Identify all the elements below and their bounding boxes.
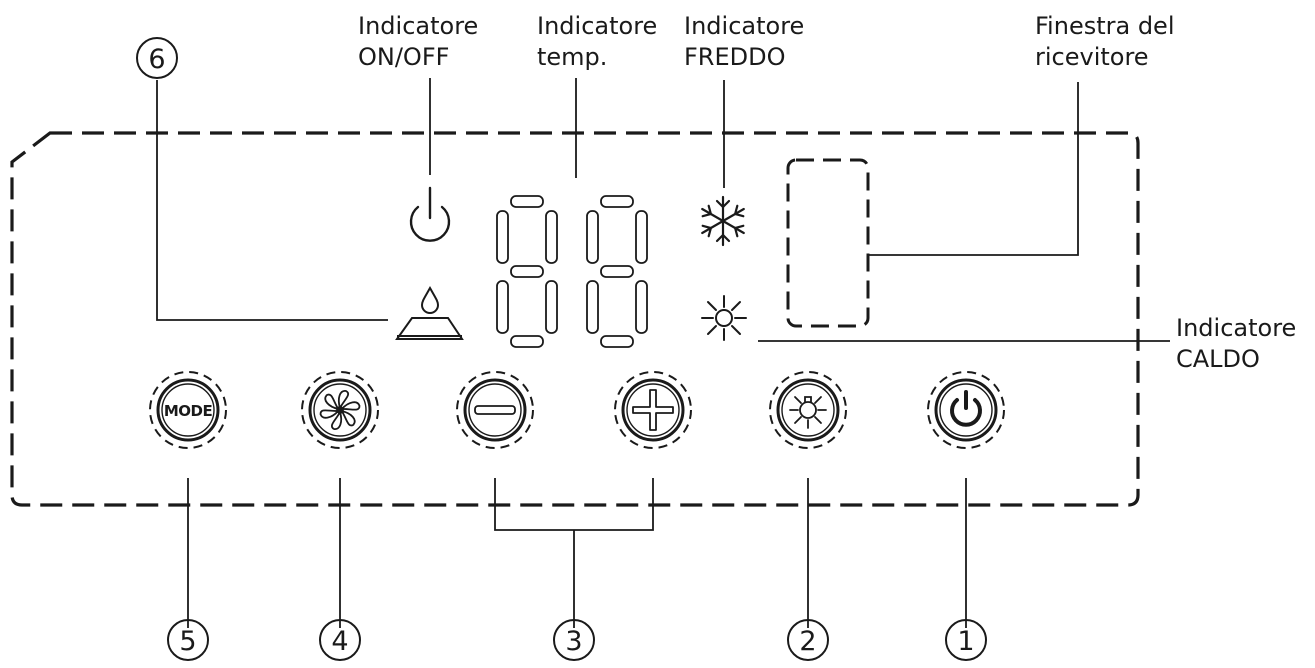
mode-button[interactable]: MODE bbox=[149, 371, 227, 449]
svg-text:ricevitore: ricevitore bbox=[1035, 43, 1149, 71]
digit-2 bbox=[586, 195, 648, 348]
label-on-off: Indicatore ON/OFF bbox=[358, 12, 478, 71]
light-icon bbox=[789, 396, 827, 429]
svg-text:Indicatore: Indicatore bbox=[537, 12, 657, 40]
label-heat: Indicatore CALDO bbox=[1176, 314, 1296, 373]
label-temp: Indicatore temp. bbox=[537, 12, 657, 71]
svg-text:4: 4 bbox=[331, 626, 348, 657]
svg-text:FREDDO: FREDDO bbox=[684, 43, 786, 71]
leader-lines bbox=[156, 78, 1170, 628]
svg-text:Indicatore: Indicatore bbox=[358, 12, 478, 40]
svg-text:1: 1 bbox=[957, 626, 974, 657]
power-icon bbox=[409, 186, 451, 242]
svg-text:Indicatore: Indicatore bbox=[684, 12, 804, 40]
snowflake-icon bbox=[698, 195, 748, 247]
panel-outline bbox=[10, 131, 1140, 507]
callout-3: 3 bbox=[553, 619, 595, 661]
svg-text:2: 2 bbox=[799, 626, 816, 657]
temperature-display bbox=[496, 195, 648, 348]
svg-text:Finestra del: Finestra del bbox=[1035, 12, 1175, 40]
callout-4: 4 bbox=[319, 619, 361, 661]
power-icon bbox=[950, 390, 982, 427]
sun-icon bbox=[701, 295, 747, 341]
plus-button[interactable] bbox=[614, 371, 692, 449]
svg-text:3: 3 bbox=[565, 626, 582, 657]
receiver-window bbox=[786, 158, 870, 328]
digit-1 bbox=[496, 195, 558, 348]
svg-text:Indicatore: Indicatore bbox=[1176, 314, 1296, 342]
fan-icon bbox=[318, 390, 362, 430]
svg-text:MODE: MODE bbox=[164, 402, 213, 420]
light-button[interactable] bbox=[769, 371, 847, 449]
minus-icon bbox=[474, 405, 516, 415]
minus-button[interactable] bbox=[456, 371, 534, 449]
callout-1: 1 bbox=[945, 619, 987, 661]
label-receiver: Finestra del ricevitore bbox=[1035, 12, 1175, 71]
svg-text:6: 6 bbox=[148, 44, 165, 75]
svg-text:ON/OFF: ON/OFF bbox=[358, 43, 449, 71]
svg-text:5: 5 bbox=[179, 626, 196, 657]
power-button[interactable] bbox=[927, 371, 1005, 449]
label-cold: Indicatore FREDDO bbox=[684, 12, 804, 71]
water-drop-icon bbox=[395, 285, 464, 340]
fan-button[interactable] bbox=[301, 371, 379, 449]
callout-2: 2 bbox=[787, 619, 829, 661]
plus-icon bbox=[632, 389, 674, 431]
callout-5: 5 bbox=[167, 619, 209, 661]
callout-6: 6 bbox=[136, 37, 178, 79]
svg-text:CALDO: CALDO bbox=[1176, 345, 1260, 373]
svg-text:temp.: temp. bbox=[537, 43, 607, 71]
